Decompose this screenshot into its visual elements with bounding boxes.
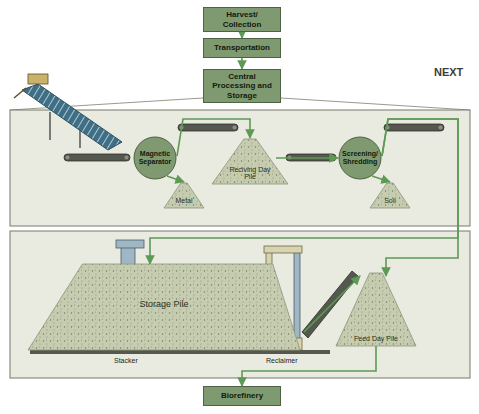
screening-circle: Screening/ Shredding [338,136,382,180]
node-text: Transportation [214,43,270,52]
node-text: Screening/ Shredding [341,150,379,165]
node-text: Central Processing and Storage [207,72,277,100]
flow-arrow [382,119,458,276]
process-box: Harvest/ Collection [203,7,281,32]
node-text: Metal [175,197,192,205]
material-pile: Feed Day Pile [336,272,416,346]
material-pile: Reciving Day Pile [212,138,288,184]
storage-pile: Storage Pile [28,262,300,350]
node-text: Harvest/ Collection [207,10,277,28]
material-pile: Soil [370,182,410,208]
flow-arrow [372,176,390,182]
process-box: Transportation [203,38,281,58]
node-text: Storage Pile [139,300,188,310]
flow-arrow [241,58,243,69]
flow-arrow [242,346,376,386]
separator-circle: Magnetic Separator [133,136,177,180]
node-text: Reciving Day Pile [227,166,273,181]
flow-arrow [276,157,338,159]
next-label: NEXT [434,66,463,78]
node-text: Biorefinery [221,391,263,400]
material-pile: Metal [164,182,204,208]
process-box: Biorefinery [203,386,281,406]
part-label: Stacker [114,357,138,364]
part-label: Reclaimer [266,357,298,364]
flow-arrow [167,176,184,182]
node-text: Soil [384,197,396,205]
flow-arrow [150,119,458,264]
process-box: Central Processing and Storage [203,69,281,103]
shape-outline [336,272,416,346]
node-text: Magnetic Separator [136,150,174,165]
node-text: Feed Day Pile [354,335,398,343]
